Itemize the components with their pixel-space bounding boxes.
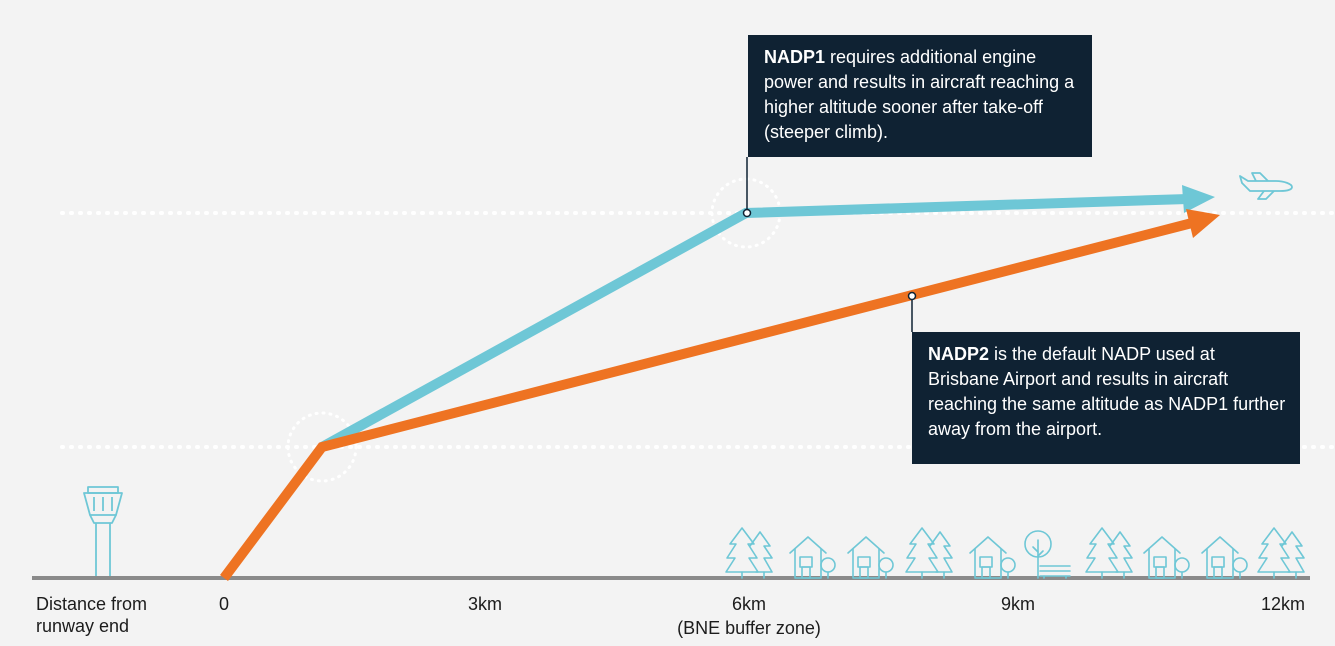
nadp1-leader-dot	[742, 208, 752, 218]
tree-icon	[1085, 527, 1133, 579]
house-icon	[1143, 536, 1190, 579]
nadp1-callout-name: NADP1	[764, 47, 826, 67]
nadp1-callout: NADP1 requires additional engine power a…	[748, 35, 1092, 157]
tree-icon	[905, 527, 953, 579]
nadp2-callout: NADP2 is the default NADP used at Brisba…	[912, 332, 1300, 464]
nadp2-path	[219, 218, 1194, 581]
nadp1-callout-text: requires additional engine power and res…	[764, 47, 1075, 142]
airplane-icon	[1239, 172, 1293, 200]
nadp2-callout-text: is the default NADP used at Brisbane Air…	[928, 344, 1286, 439]
climb-transition-circle	[286, 411, 358, 483]
buffer-zone-note: (BNE buffer zone)	[677, 618, 821, 638]
nadp2-arrowhead	[1186, 209, 1220, 238]
house-icon	[1201, 536, 1248, 579]
tree-icon	[1257, 527, 1305, 579]
tree-icon	[725, 527, 773, 579]
nadp2-callout-name: NADP2	[928, 344, 990, 364]
axis-tick-0: 0	[218, 594, 230, 614]
park-bench-icon	[1039, 565, 1071, 579]
axis-tick-6km: 6km	[731, 594, 767, 614]
nadp1-arrowhead	[1182, 185, 1215, 213]
skyline-icons	[725, 527, 1305, 579]
axis-tick-9km: 9km	[1000, 594, 1036, 614]
control-tower-icon	[83, 486, 123, 576]
house-icon	[789, 536, 836, 579]
house-icon	[969, 536, 1016, 579]
axis-tick-12km: 12km	[1260, 594, 1306, 614]
park-tree-icon	[1024, 530, 1052, 579]
axis-tick-3km: 3km	[467, 594, 503, 614]
axis-title: Distance from runway end	[36, 594, 148, 636]
house-icon	[847, 536, 894, 579]
nadp2-leader-dot	[907, 291, 917, 301]
